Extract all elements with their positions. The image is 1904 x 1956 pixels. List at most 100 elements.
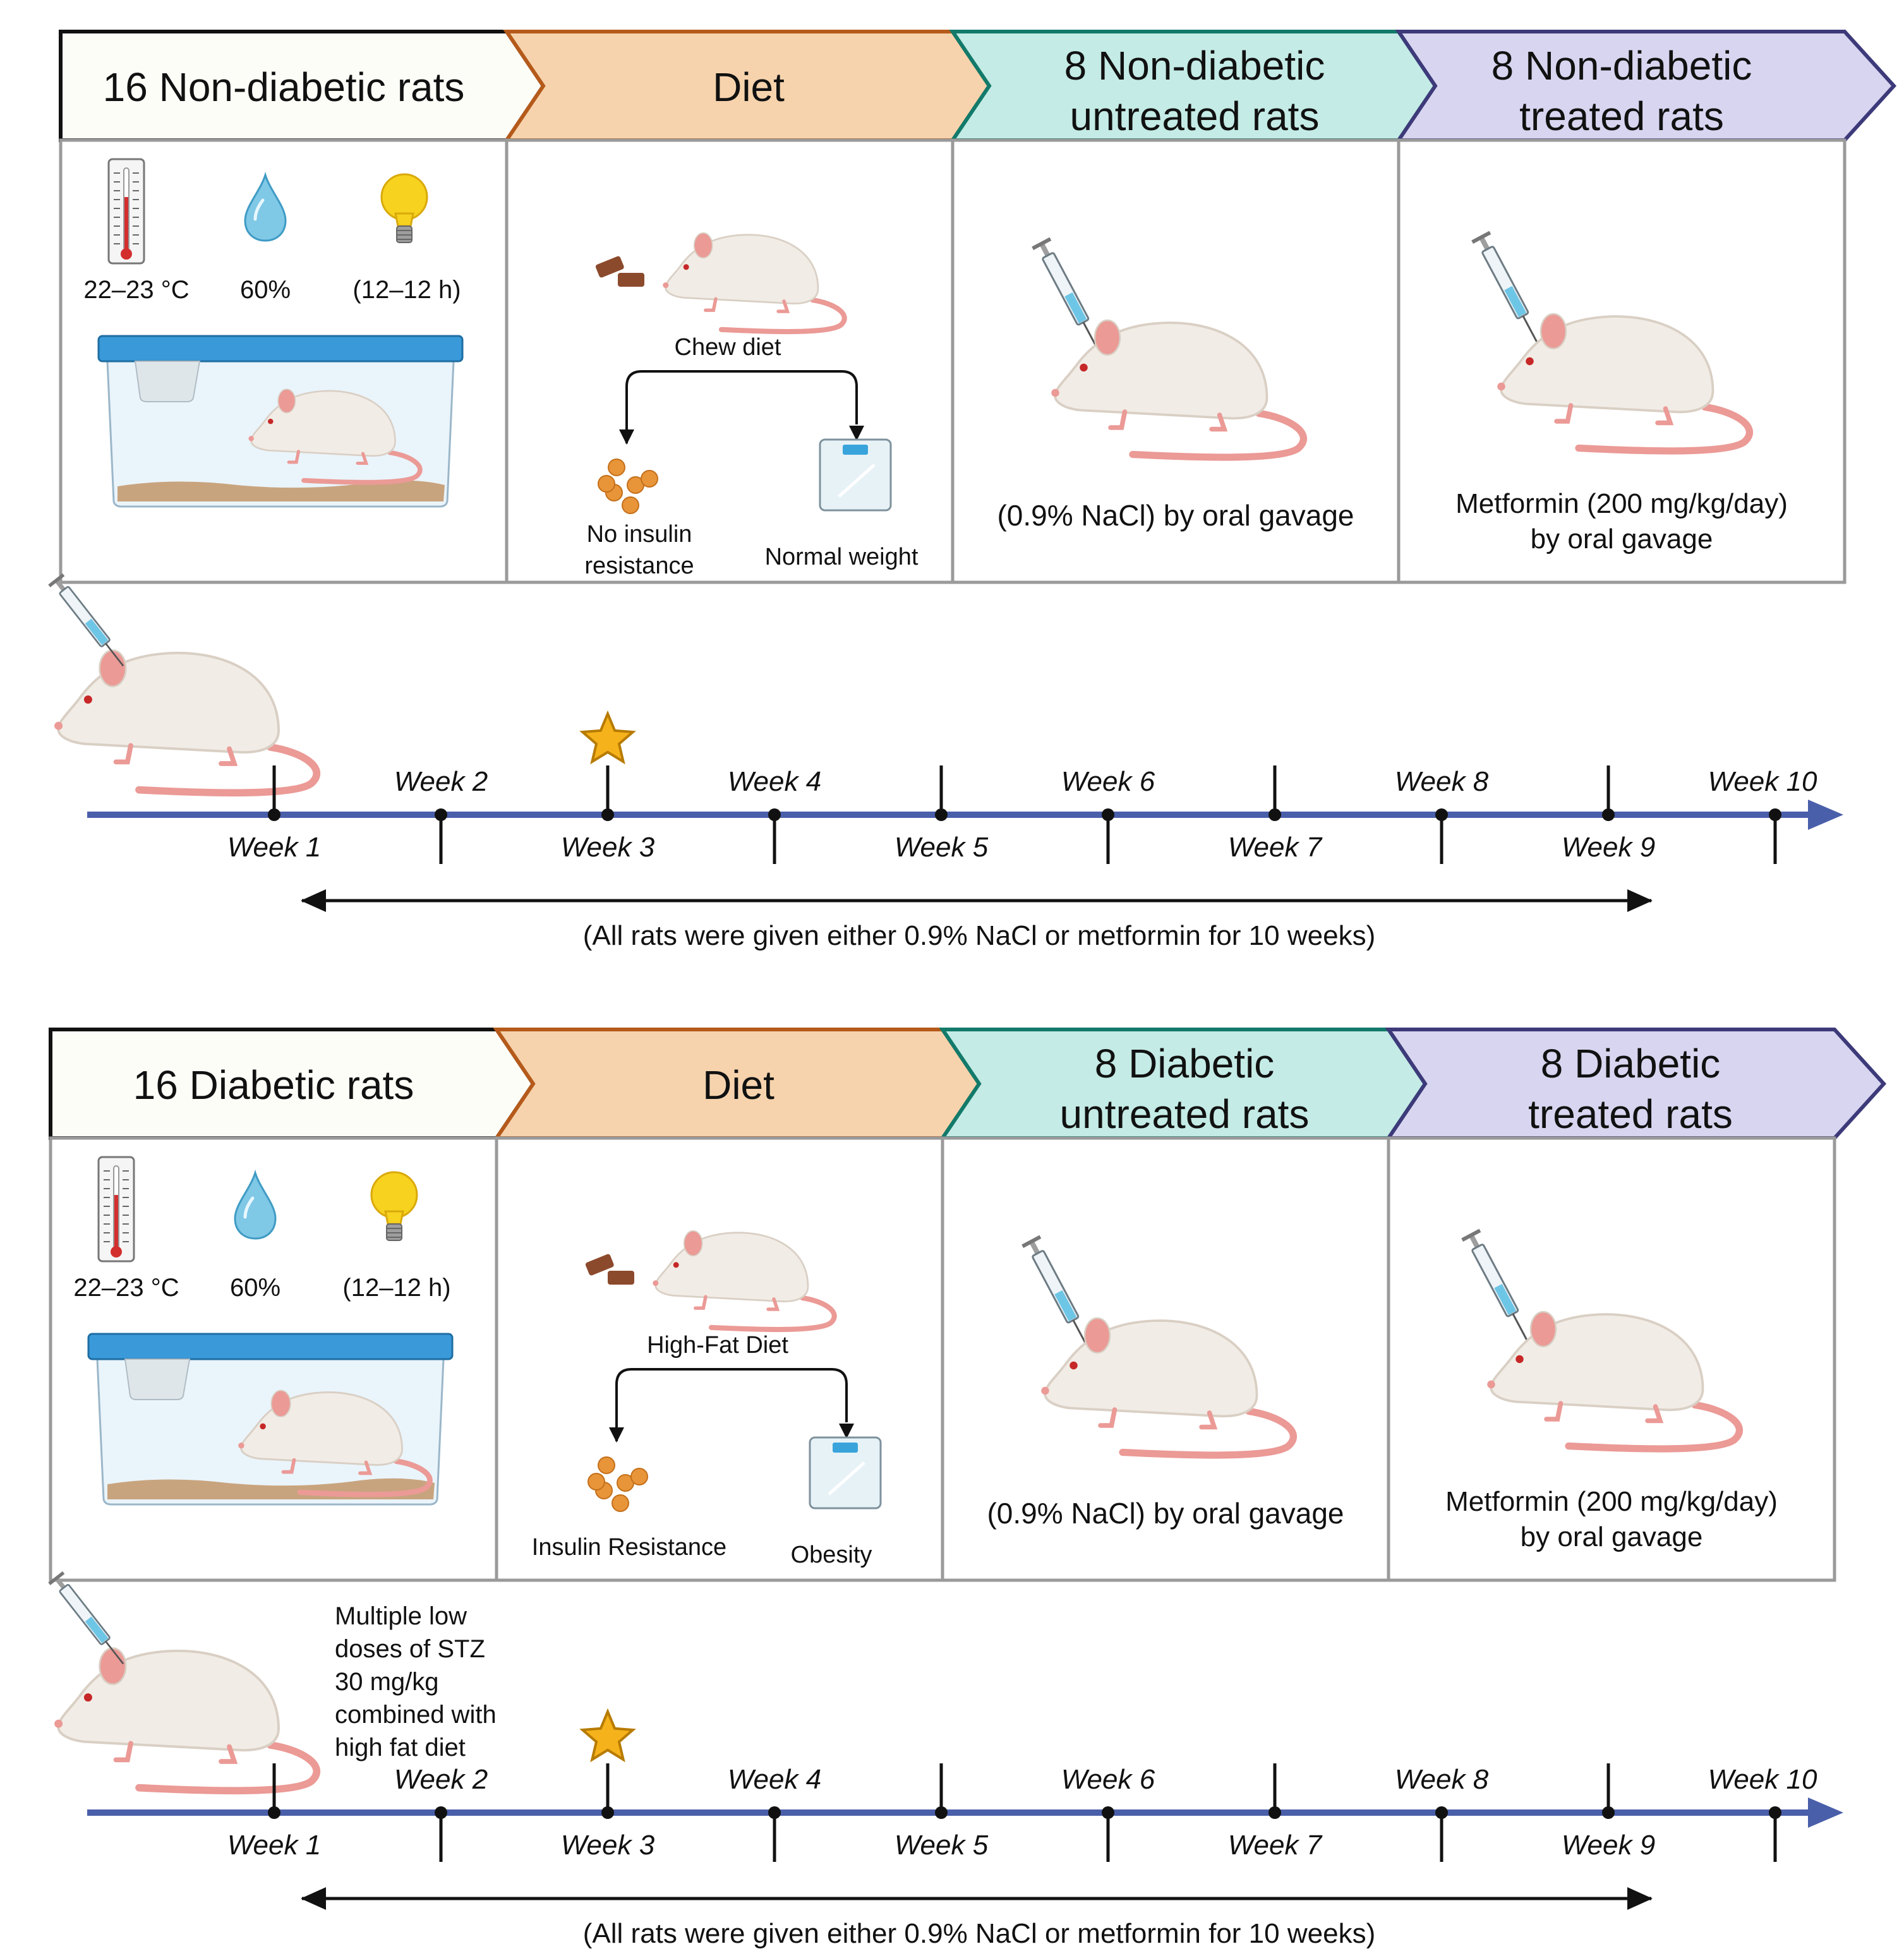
treated-caption: by oral gavage <box>1521 1521 1703 1552</box>
syringe-fluid <box>85 618 109 645</box>
rat-eye <box>260 1423 266 1430</box>
rat-ear <box>99 649 127 688</box>
rat-nose <box>1051 388 1059 397</box>
group-header-label: 16 Non-diabetic rats <box>103 64 465 110</box>
chow-block <box>585 1254 614 1276</box>
group-header-label: 16 Diabetic rats <box>133 1062 414 1108</box>
arrowhead <box>849 426 864 441</box>
cage-feeder <box>124 1359 191 1400</box>
treated-header-label: treated rats <box>1528 1091 1733 1137</box>
arrowhead <box>1627 889 1653 912</box>
humidity-label: 60% <box>240 276 291 304</box>
rat-eye <box>683 264 689 270</box>
rat-icon <box>54 1647 320 1795</box>
week-label: Week 1 <box>227 832 321 863</box>
untreated-caption: (0.9% NaCl) by oral gavage <box>987 1497 1344 1530</box>
scale-icon <box>809 1436 882 1509</box>
syringe-thumb <box>1021 1235 1042 1248</box>
untreated-content: (0.9% NaCl) by oral gavage <box>987 1235 1344 1530</box>
rat-feet <box>287 450 369 465</box>
syringe-plunger <box>54 579 66 592</box>
water-drop-icon <box>234 1169 277 1240</box>
untreated-header-label: 8 Diabetic <box>1095 1041 1275 1086</box>
water-drop-icon <box>244 171 287 242</box>
drop-shape <box>234 1169 277 1240</box>
week-label: Week 6 <box>1061 766 1155 797</box>
syringe-fluid <box>1054 1290 1077 1321</box>
syringe-plunger <box>54 1577 66 1590</box>
treatment-span-caption: (All rats were given either 0.9% NaCl or… <box>583 920 1375 951</box>
chow-block <box>595 256 624 278</box>
arrowhead <box>839 1424 854 1439</box>
thermometer-bulb <box>111 1246 122 1257</box>
rat-feet <box>113 743 238 766</box>
rat-ear <box>1094 319 1121 356</box>
week-label: Week 9 <box>1562 1830 1655 1861</box>
pellet <box>630 1468 648 1485</box>
week-label: Week 7 <box>1228 1830 1323 1861</box>
syringe-plunger <box>1479 236 1490 251</box>
diet-type-label: High-Fat Diet <box>647 1332 788 1359</box>
light-cycle-label: (12–12 h) <box>352 276 461 304</box>
induction <box>48 573 320 797</box>
rat-feet <box>1554 403 1674 426</box>
rat-tail <box>297 1458 433 1497</box>
rat-eye <box>1069 1361 1078 1370</box>
rat-tail <box>1565 1401 1743 1453</box>
scale-platform <box>819 438 892 512</box>
week-label: Week 10 <box>1708 766 1817 797</box>
week-label: Week 9 <box>1562 832 1655 863</box>
week-label: Week 4 <box>728 1764 821 1795</box>
syringe-icon <box>1461 1228 1529 1343</box>
untreated-header-label: 8 Non-diabetic <box>1064 43 1325 88</box>
pellet <box>598 1456 615 1474</box>
rat-body <box>57 651 280 754</box>
chow-icon <box>595 256 644 287</box>
drop-highlight <box>253 198 265 221</box>
rat-feet <box>1098 1407 1218 1430</box>
rat-icon <box>1051 319 1307 461</box>
rat-nose <box>1487 1380 1495 1389</box>
rat-tail <box>135 1741 320 1795</box>
syringe-plunger <box>1029 1240 1040 1255</box>
syringe-icon <box>48 1571 124 1665</box>
thermometer-icon <box>107 158 145 265</box>
rat-nose <box>248 436 254 441</box>
humidity-label: 60% <box>230 1274 280 1302</box>
rat-nose <box>1497 382 1505 391</box>
pellets-icon <box>598 459 658 514</box>
week-label: Week 8 <box>1395 766 1489 797</box>
rat-eye <box>673 1262 679 1268</box>
week-label: Week 3 <box>561 1830 655 1861</box>
induction-note: doses of STZ <box>335 1635 485 1663</box>
syringe-icon <box>1032 237 1099 351</box>
scale-glare <box>838 464 876 498</box>
rat-ear <box>693 232 713 259</box>
syringe-fluid <box>1504 285 1527 317</box>
rat-tail <box>1129 409 1307 461</box>
rat-ear <box>1083 1317 1111 1354</box>
arrowhead <box>301 1887 326 1910</box>
rat-tail <box>718 297 847 335</box>
cage-bedding <box>117 480 445 501</box>
star-icon <box>579 1708 636 1763</box>
syringe-needle <box>105 1641 124 1665</box>
rat-tail <box>1575 403 1753 455</box>
treated-caption: by oral gavage <box>1531 524 1713 555</box>
untreated-content: (0.9% NaCl) by oral gavage <box>997 237 1354 532</box>
week-label: Week 2 <box>394 766 488 797</box>
rat-ear <box>270 1389 291 1418</box>
timeline-arrowhead <box>1808 800 1843 830</box>
rat-feet <box>281 1458 373 1475</box>
syringe-thumb <box>1461 1228 1481 1242</box>
rat-eye <box>1080 363 1088 372</box>
thermometer-mercury <box>114 1195 118 1249</box>
diet-branch-arrow <box>625 370 858 443</box>
syringe-fluid <box>1064 292 1087 323</box>
